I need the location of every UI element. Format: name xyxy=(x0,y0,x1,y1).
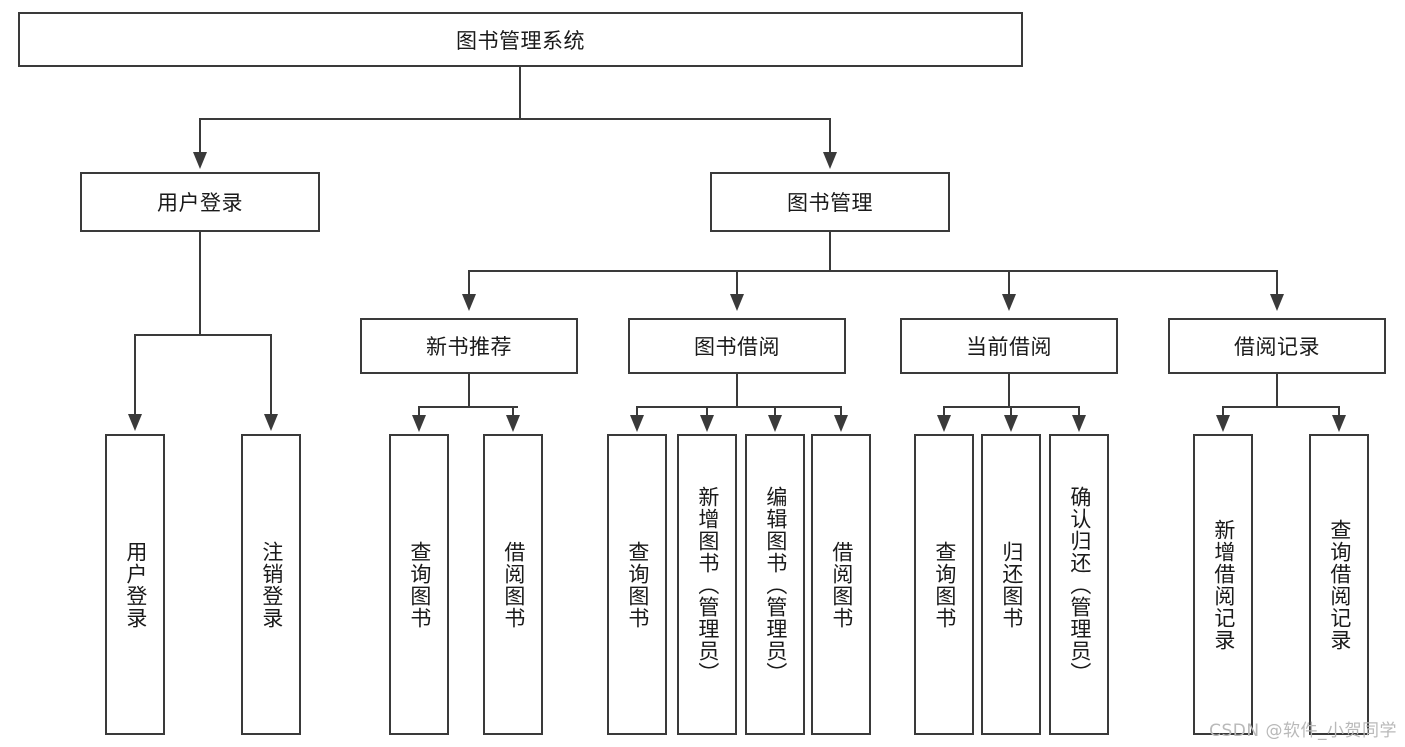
watermark-text: CSDN @软件_小贺同学 xyxy=(1209,721,1397,741)
leaf-current-borrow-2[interactable]: 确认归还（管理员） xyxy=(1049,434,1109,735)
arrow-borrow-records-to-leaf-1 xyxy=(1332,415,1346,432)
node-label: 查询借阅记录 xyxy=(1327,518,1352,651)
arrow-current-borrow-to-leaf-1 xyxy=(1004,415,1018,432)
leaf-new-books-0[interactable]: 查询图书 xyxy=(389,434,449,735)
arrow-user-login-to-leaf-1 xyxy=(264,414,278,431)
node-label: 查询图书 xyxy=(932,540,957,629)
arrow-book-borrow-to-leaf-0 xyxy=(630,415,644,432)
arrow-bm-to-current-borrow xyxy=(1002,294,1016,311)
edge-current-borrow-stem xyxy=(1008,374,1010,408)
node-label: 查询图书 xyxy=(625,540,650,629)
edge-root-to-user-login xyxy=(199,118,201,154)
leaf-book-borrow-2[interactable]: 编辑图书（管理员） xyxy=(745,434,805,735)
leaf-user-login-1[interactable]: 注销登录 xyxy=(241,434,301,735)
arrow-user-login-to-leaf-0 xyxy=(128,414,142,431)
arrow-book-borrow-to-leaf-1 xyxy=(700,415,714,432)
arrow-book-borrow-to-leaf-3 xyxy=(834,415,848,432)
node-label: 确认归还（管理员） xyxy=(1067,485,1092,684)
leaf-user-login-0[interactable]: 用户登录 xyxy=(105,434,165,735)
leaf-book-borrow-0[interactable]: 查询图书 xyxy=(607,434,667,735)
arrow-new-books-to-leaf-0 xyxy=(412,415,426,432)
node-label: 用户登录 xyxy=(157,191,243,215)
leaf-new-books-1[interactable]: 借阅图书 xyxy=(483,434,543,735)
arrow-borrow-records-to-leaf-0 xyxy=(1216,415,1230,432)
leaf-book-borrow-3[interactable]: 借阅图书 xyxy=(811,434,871,735)
node-label: 借阅图书 xyxy=(501,540,526,629)
edge-book-management-stem xyxy=(829,232,831,272)
edge-borrow-records-stem xyxy=(1276,374,1278,408)
edge-book-management-bus xyxy=(468,270,1278,272)
edge-user-login-to-leaf-1 xyxy=(270,334,272,416)
node-user-login[interactable]: 用户登录 xyxy=(80,172,320,232)
node-label: 图书借阅 xyxy=(694,335,780,359)
arrow-book-borrow-to-leaf-2 xyxy=(768,415,782,432)
edge-new-books-bus xyxy=(418,406,518,408)
edge-book-borrow-to-leaf-1 xyxy=(706,406,708,418)
edge-root-stem xyxy=(519,67,521,119)
node-label: 借阅图书 xyxy=(829,540,854,629)
node-label: 查询图书 xyxy=(407,540,432,629)
node-book-borrow[interactable]: 图书借阅 xyxy=(628,318,846,374)
node-label: 图书管理 xyxy=(787,191,873,215)
edge-root-to-book-management xyxy=(829,118,831,154)
arrow-root-to-user-login xyxy=(193,152,207,169)
node-label: 借阅记录 xyxy=(1234,335,1320,359)
edge-book-borrow-stem xyxy=(736,374,738,408)
arrow-bm-to-borrow-records xyxy=(1270,294,1284,311)
edge-new-books-stem xyxy=(468,374,470,408)
node-label: 注销登录 xyxy=(259,540,284,629)
leaf-borrow-records-0[interactable]: 新增借阅记录 xyxy=(1193,434,1253,735)
node-label: 新增借阅记录 xyxy=(1211,518,1236,651)
arrow-bm-to-book-borrow xyxy=(730,294,744,311)
leaf-book-borrow-1[interactable]: 新增图书（管理员） xyxy=(677,434,737,735)
edge-bm-to-borrow-records xyxy=(1276,270,1278,296)
arrow-new-books-to-leaf-1 xyxy=(506,415,520,432)
edge-current-borrow-to-leaf-1 xyxy=(1010,406,1012,418)
edge-bm-to-current-borrow xyxy=(1008,270,1010,296)
arrow-root-to-book-management xyxy=(823,152,837,169)
node-label: 当前借阅 xyxy=(966,335,1052,359)
node-new-book-recommend[interactable]: 新书推荐 xyxy=(360,318,578,374)
leaf-borrow-records-1[interactable]: 查询借阅记录 xyxy=(1309,434,1369,735)
edge-book-borrow-to-leaf-2 xyxy=(774,406,776,418)
arrow-current-borrow-to-leaf-2 xyxy=(1072,415,1086,432)
edge-book-borrow-bus xyxy=(636,406,840,408)
edge-borrow-records-to-leaf-0 xyxy=(1222,406,1224,418)
leaf-current-borrow-1[interactable]: 归还图书 xyxy=(981,434,1041,735)
edge-current-borrow-to-leaf-2 xyxy=(1078,406,1080,418)
edge-borrow-records-to-leaf-1 xyxy=(1338,406,1340,418)
edge-borrow-records-bus xyxy=(1222,406,1338,408)
edge-current-borrow-to-leaf-0 xyxy=(943,406,945,418)
edge-user-login-bus xyxy=(134,334,272,336)
node-label: 用户登录 xyxy=(123,540,148,629)
edge-bm-to-book-borrow xyxy=(736,270,738,296)
node-label: 新书推荐 xyxy=(426,335,512,359)
node-label: 归还图书 xyxy=(999,540,1024,629)
edge-user-login-to-leaf-0 xyxy=(134,334,136,416)
edge-book-borrow-to-leaf-0 xyxy=(636,406,638,418)
node-label: 编辑图书（管理员） xyxy=(763,485,788,684)
edge-book-borrow-to-leaf-3 xyxy=(840,406,842,418)
edge-new-books-to-leaf-0 xyxy=(418,406,420,418)
leaf-current-borrow-0[interactable]: 查询图书 xyxy=(914,434,974,735)
node-label: 图书管理系统 xyxy=(456,28,585,53)
edge-new-books-to-leaf-1 xyxy=(512,406,514,418)
edge-root-bus xyxy=(199,118,831,120)
arrow-bm-to-new-books xyxy=(462,294,476,311)
arrow-current-borrow-to-leaf-0 xyxy=(937,415,951,432)
node-current-borrow[interactable]: 当前借阅 xyxy=(900,318,1118,374)
node-borrow-records[interactable]: 借阅记录 xyxy=(1168,318,1386,374)
edge-bm-to-new-books xyxy=(468,270,470,296)
node-label: 新增图书（管理员） xyxy=(695,485,720,684)
edge-user-login-stem xyxy=(199,232,201,336)
node-book-management[interactable]: 图书管理 xyxy=(710,172,950,232)
node-root-book-management-system[interactable]: 图书管理系统 xyxy=(18,12,1023,67)
